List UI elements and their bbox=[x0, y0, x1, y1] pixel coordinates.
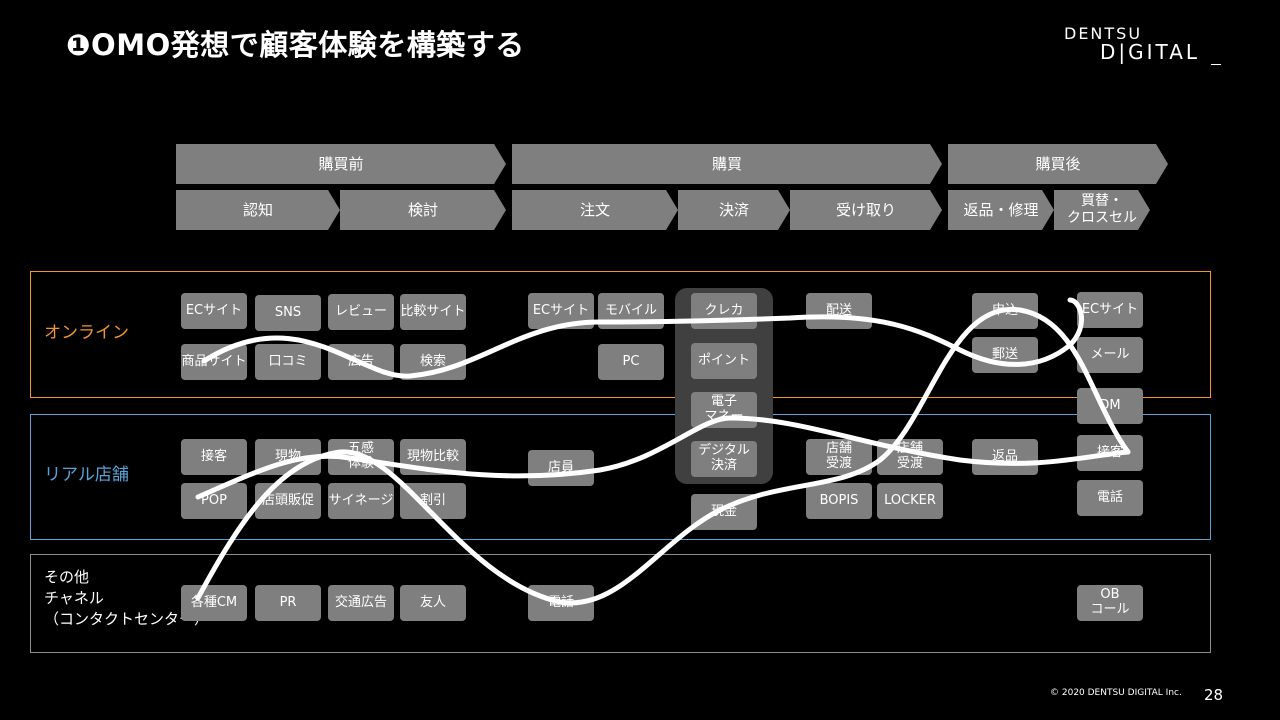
box-pc: PC bbox=[598, 344, 664, 380]
stage-label: 買替・ クロスセル bbox=[1067, 193, 1137, 226]
box-compare-site: 比較サイト bbox=[400, 294, 466, 330]
journey-curve-other bbox=[195, 307, 1131, 606]
stage-payment: 決済 bbox=[678, 190, 790, 230]
row-label-store: リアル店舗 bbox=[44, 465, 129, 485]
box-signage: サイネージ bbox=[328, 483, 394, 519]
stage-label: 受け取り bbox=[835, 201, 896, 219]
phase-post-purchase: 購買後 bbox=[948, 144, 1168, 184]
box-ob-call: OB コール bbox=[1077, 585, 1143, 621]
box-return: 返品 bbox=[972, 439, 1038, 475]
box-review: レビュー bbox=[328, 294, 394, 330]
journey-curve-store bbox=[195, 415, 1131, 500]
box-various-cm: 各種CM bbox=[181, 585, 247, 621]
row-other bbox=[30, 554, 1211, 653]
phase-label: 購買後 bbox=[1035, 155, 1081, 173]
box-friend: 友人 bbox=[400, 585, 466, 621]
stage-return-repair: 返品・修理 bbox=[948, 190, 1054, 230]
box-digital-payment: デジタル 決済 bbox=[691, 441, 757, 477]
box-phone-after: 電話 bbox=[1077, 480, 1143, 516]
stage-label: 認知 bbox=[242, 201, 273, 219]
slide-title: ❶OMO発想で顧客体験を構築する bbox=[66, 28, 525, 62]
box-locker: LOCKER bbox=[877, 483, 943, 519]
row-online bbox=[30, 271, 1211, 398]
page-number: 28 bbox=[1204, 686, 1224, 704]
phase-pre-purchase: 購買前 bbox=[176, 144, 506, 184]
box-service: 接客 bbox=[181, 439, 247, 475]
box-store-receive-1: 店舗 受渡 bbox=[806, 439, 872, 475]
box-pr: PR bbox=[255, 585, 321, 621]
box-bopis: BOPIS bbox=[806, 483, 872, 519]
box-word-of-mouth: 口コミ bbox=[255, 344, 321, 380]
logo-line1: DENTSU bbox=[1064, 24, 1143, 43]
phase-purchase: 購買 bbox=[512, 144, 942, 184]
box-ec-site: ECサイト bbox=[181, 293, 247, 329]
stage-label: 決済 bbox=[718, 201, 749, 219]
stage-label: 返品・修理 bbox=[963, 201, 1039, 219]
box-transit-ad: 交通広告 bbox=[328, 585, 394, 621]
row-label-other: その他 チャネル （コンタクトセンター） bbox=[44, 568, 210, 628]
box-product-site: 商品サイト bbox=[181, 344, 247, 380]
copyright-footer: © 2020 DENTSU DIGITAL Inc. bbox=[1050, 688, 1182, 698]
box-store-promo: 店頭販促 bbox=[255, 483, 321, 519]
journey-curve-online bbox=[201, 297, 1085, 379]
stage-label: 注文 bbox=[579, 201, 610, 219]
stage-order: 注文 bbox=[512, 190, 678, 230]
box-point: ポイント bbox=[691, 343, 757, 379]
box-e-money: 電子 マネー bbox=[691, 392, 757, 428]
row-store bbox=[30, 414, 1211, 540]
box-delivery: 配送 bbox=[806, 293, 872, 329]
stage-label: 検討 bbox=[407, 201, 438, 219]
box-ec-site-after: ECサイト bbox=[1077, 292, 1143, 328]
dentsu-digital-logo: DENTSU D|GITAL bbox=[1064, 24, 1224, 65]
stage-replace-crosssell: 買替・ クロスセル bbox=[1054, 190, 1150, 230]
logo-rule bbox=[1211, 64, 1221, 65]
stage-awareness: 認知 bbox=[176, 190, 340, 230]
phase-label: 購買 bbox=[711, 155, 742, 173]
box-email: メール bbox=[1077, 337, 1143, 373]
box-mail-send: 郵送 bbox=[972, 337, 1038, 373]
logo-line2: D|GITAL bbox=[1100, 40, 1201, 64]
row-label-online: オンライン bbox=[44, 323, 129, 343]
box-sns: SNS bbox=[255, 295, 321, 331]
phase-label: 購買前 bbox=[318, 155, 364, 173]
stage-receive: 受け取り bbox=[790, 190, 942, 230]
box-clerk: 店員 bbox=[528, 450, 594, 486]
stage-consideration: 検討 bbox=[340, 190, 506, 230]
